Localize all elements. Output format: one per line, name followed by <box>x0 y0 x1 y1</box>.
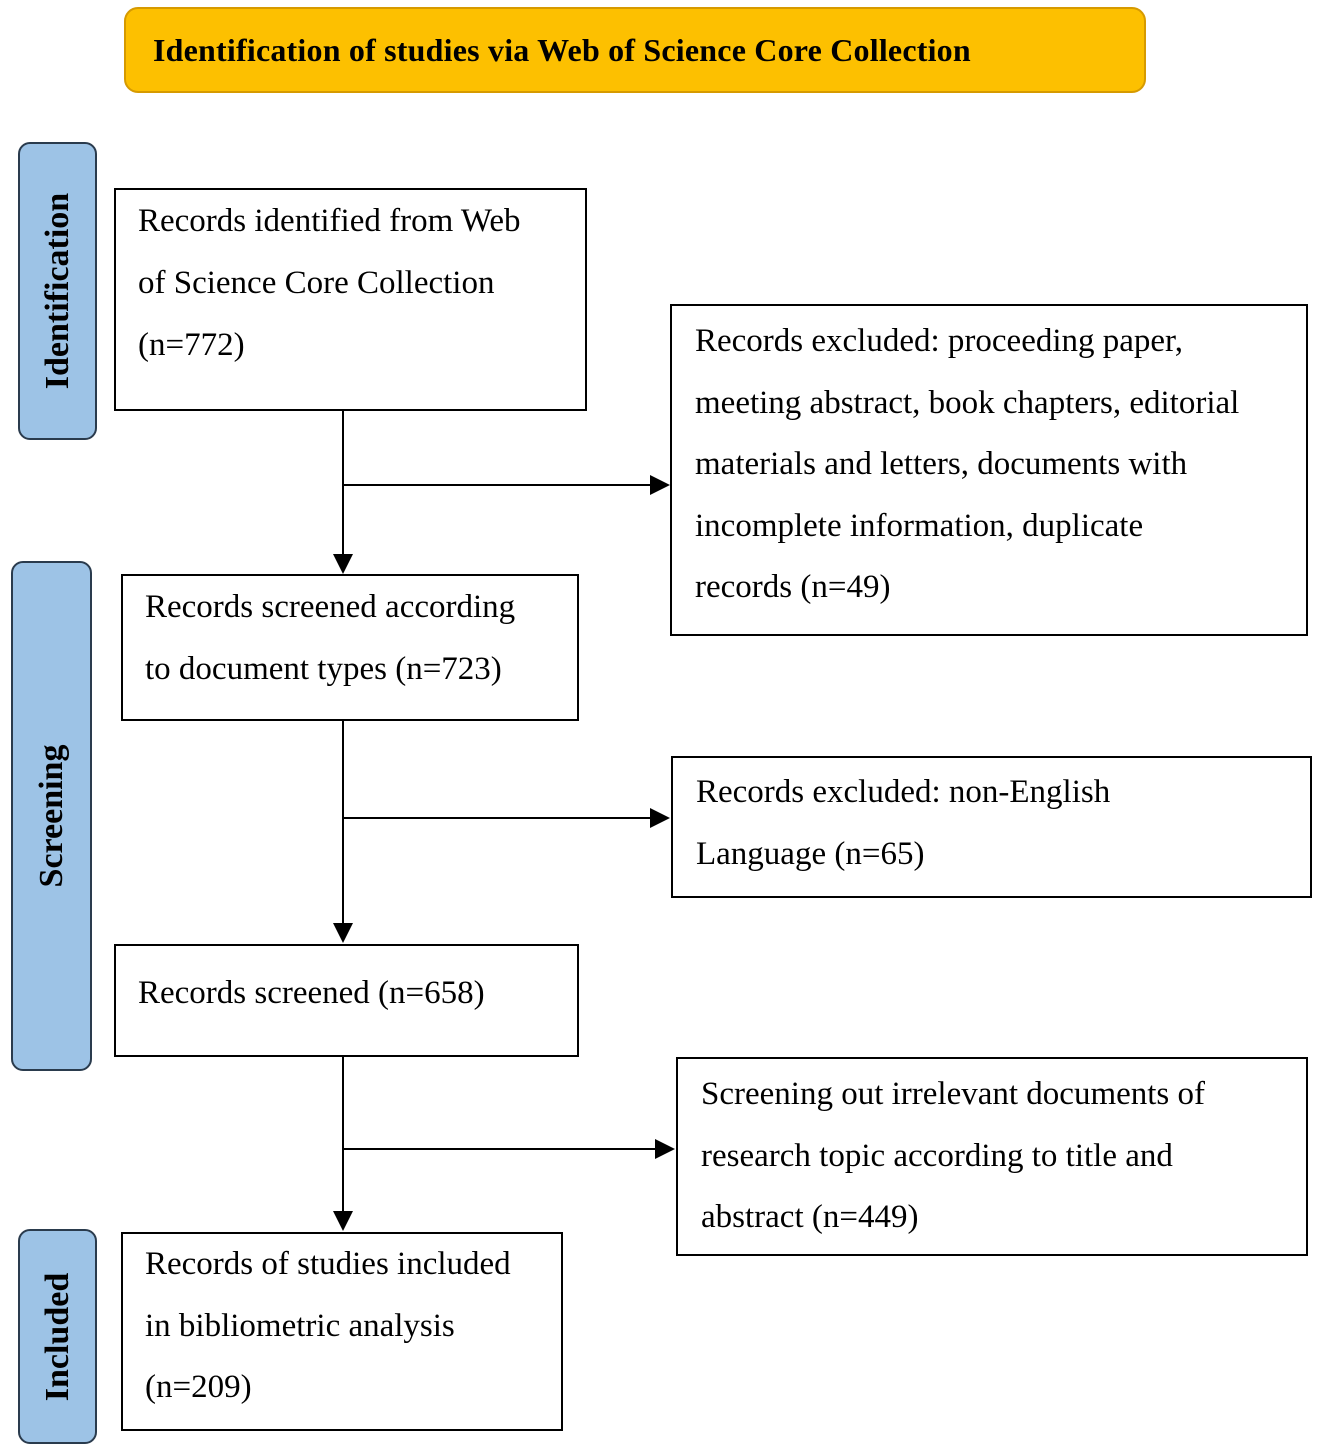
box-excluded-language: Records excluded: non-English Language (… <box>671 756 1312 898</box>
header-banner: Identification of studies via Web of Sci… <box>124 7 1146 93</box>
stage-identification-label: Identification <box>38 192 76 390</box>
box-excluded-irrelevant: Screening out irrelevant documents of re… <box>676 1057 1308 1256</box>
box-records-identified: Records identified from Web of Science C… <box>114 188 587 411</box>
diagram-title: Identification of studies via Web of Sci… <box>153 31 971 68</box>
box-records-included: Records of studies included in bibliomet… <box>121 1232 563 1431</box>
stage-identification: Identification <box>18 142 97 440</box>
stage-included: Included <box>18 1229 97 1444</box>
stage-screening: Screening <box>11 561 92 1071</box>
stage-screening-label: Screening <box>32 744 70 888</box>
box-records-screened: Records screened (n=658) <box>114 944 579 1057</box>
box-records-screened-doc-types: Records screened according to document t… <box>121 574 579 721</box>
stage-included-label: Included <box>38 1272 76 1401</box>
box-excluded-doc-types: Records excluded: proceeding paper, meet… <box>670 304 1308 636</box>
